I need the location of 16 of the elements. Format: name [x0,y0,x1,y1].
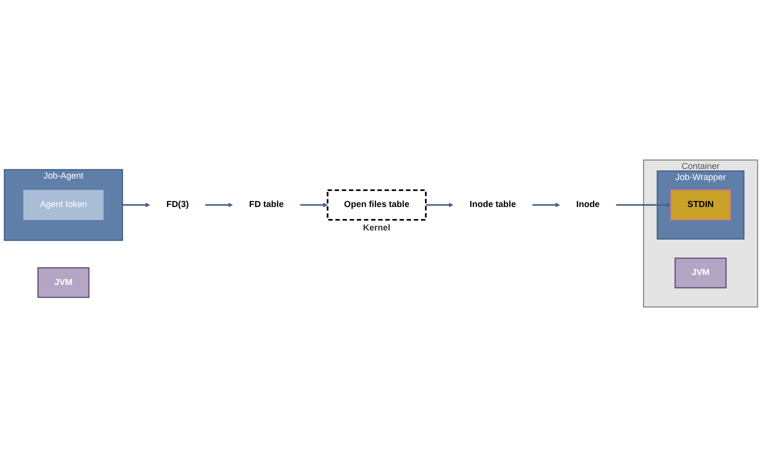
arrow [616,202,672,208]
node-box: JVM [37,267,90,298]
node-text: Inode table [470,200,516,210]
node-caption: Kernel [363,222,390,233]
node-text: Inode [576,200,600,210]
arrow [300,202,328,208]
arrow [205,202,233,208]
node-box: Agent token [23,190,104,220]
arrow [122,202,150,208]
node-box: STDIN [670,190,731,220]
node-text: FD(3) [166,200,189,210]
node-box: Open files table [326,189,427,221]
arrow [532,202,560,208]
node-box: JVM [674,258,727,288]
node-text: FD table [249,200,284,210]
arrow [426,202,454,208]
